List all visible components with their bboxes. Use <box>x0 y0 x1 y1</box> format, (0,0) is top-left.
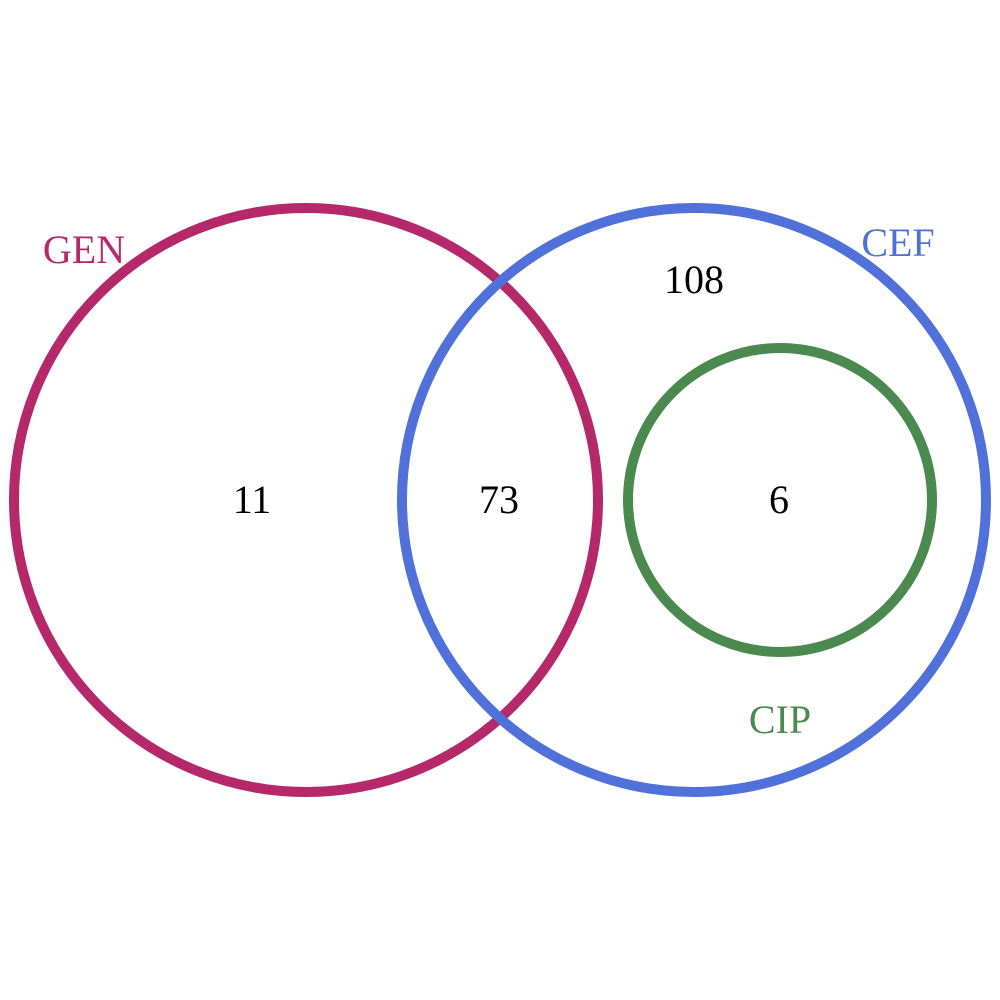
gen-set-label: GEN <box>43 227 125 272</box>
gen-set-circle <box>9 203 603 797</box>
cip-set-circle <box>623 343 937 657</box>
cef-only-count: 108 <box>664 257 724 302</box>
cef-set-label: CEF <box>861 220 934 265</box>
cef-set-circle <box>397 203 991 797</box>
cip-set-label: CIP <box>749 697 811 742</box>
cip-count: 6 <box>769 477 789 522</box>
gen-cef-overlap-count: 73 <box>479 477 519 522</box>
gen-only-count: 11 <box>233 477 272 522</box>
